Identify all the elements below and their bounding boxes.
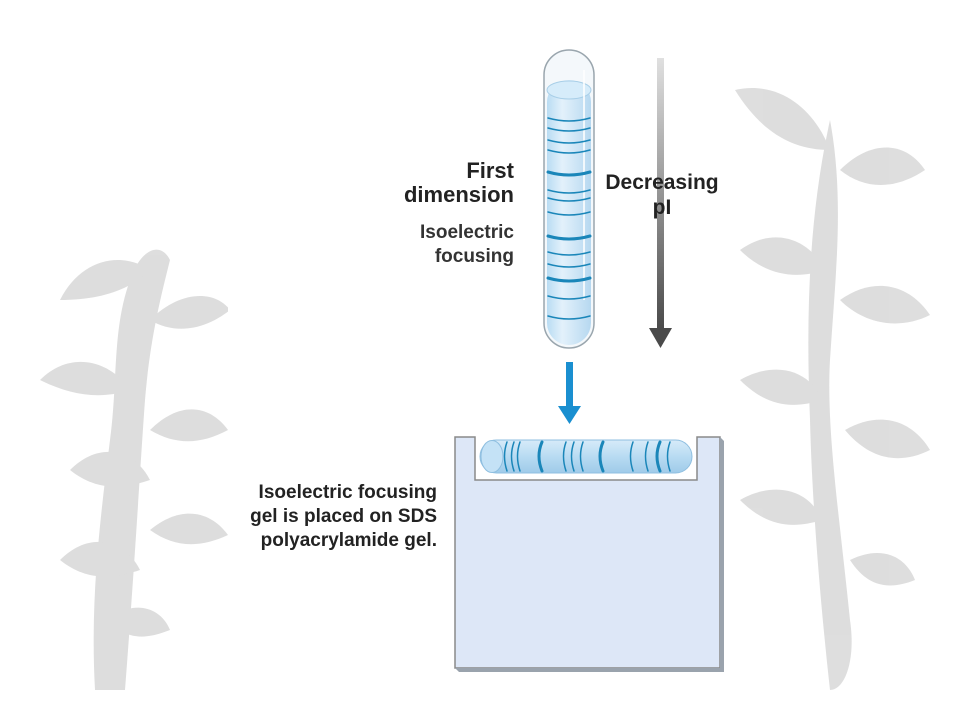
plant-watermark-left <box>40 249 230 690</box>
placement-line1: Isoelectric focusing <box>259 482 437 503</box>
placement-line2: gel is placed on SDS <box>250 506 437 527</box>
gradient-label: Decreasing pI <box>605 171 718 219</box>
transfer-arrow <box>558 362 581 424</box>
ief-tube <box>543 49 595 349</box>
ief-gel-rod-horizontal <box>479 439 693 474</box>
placement-line3: polyacrylamide gel. <box>261 530 437 551</box>
first-dimension-label: First dimension <box>404 158 515 207</box>
sds-slab-gel <box>454 436 724 672</box>
method-line2: focusing <box>435 246 514 267</box>
ief-gel-rod-bands <box>503 440 671 473</box>
plant-watermark-right <box>735 88 930 690</box>
placement-caption: Isoelectric focusing gel is placed on SD… <box>250 482 437 551</box>
first-dimension-line2: dimension <box>404 182 514 207</box>
decreasing-pi-arrow <box>649 58 672 348</box>
method-label: Isoelectric focusing <box>420 222 514 267</box>
first-dimension-line1: First <box>466 158 514 183</box>
gradient-line2: pI <box>653 196 672 219</box>
gradient-line1: Decreasing <box>605 171 718 194</box>
ief-tube-protein-bands <box>546 117 592 320</box>
method-line1: Isoelectric <box>420 222 514 243</box>
